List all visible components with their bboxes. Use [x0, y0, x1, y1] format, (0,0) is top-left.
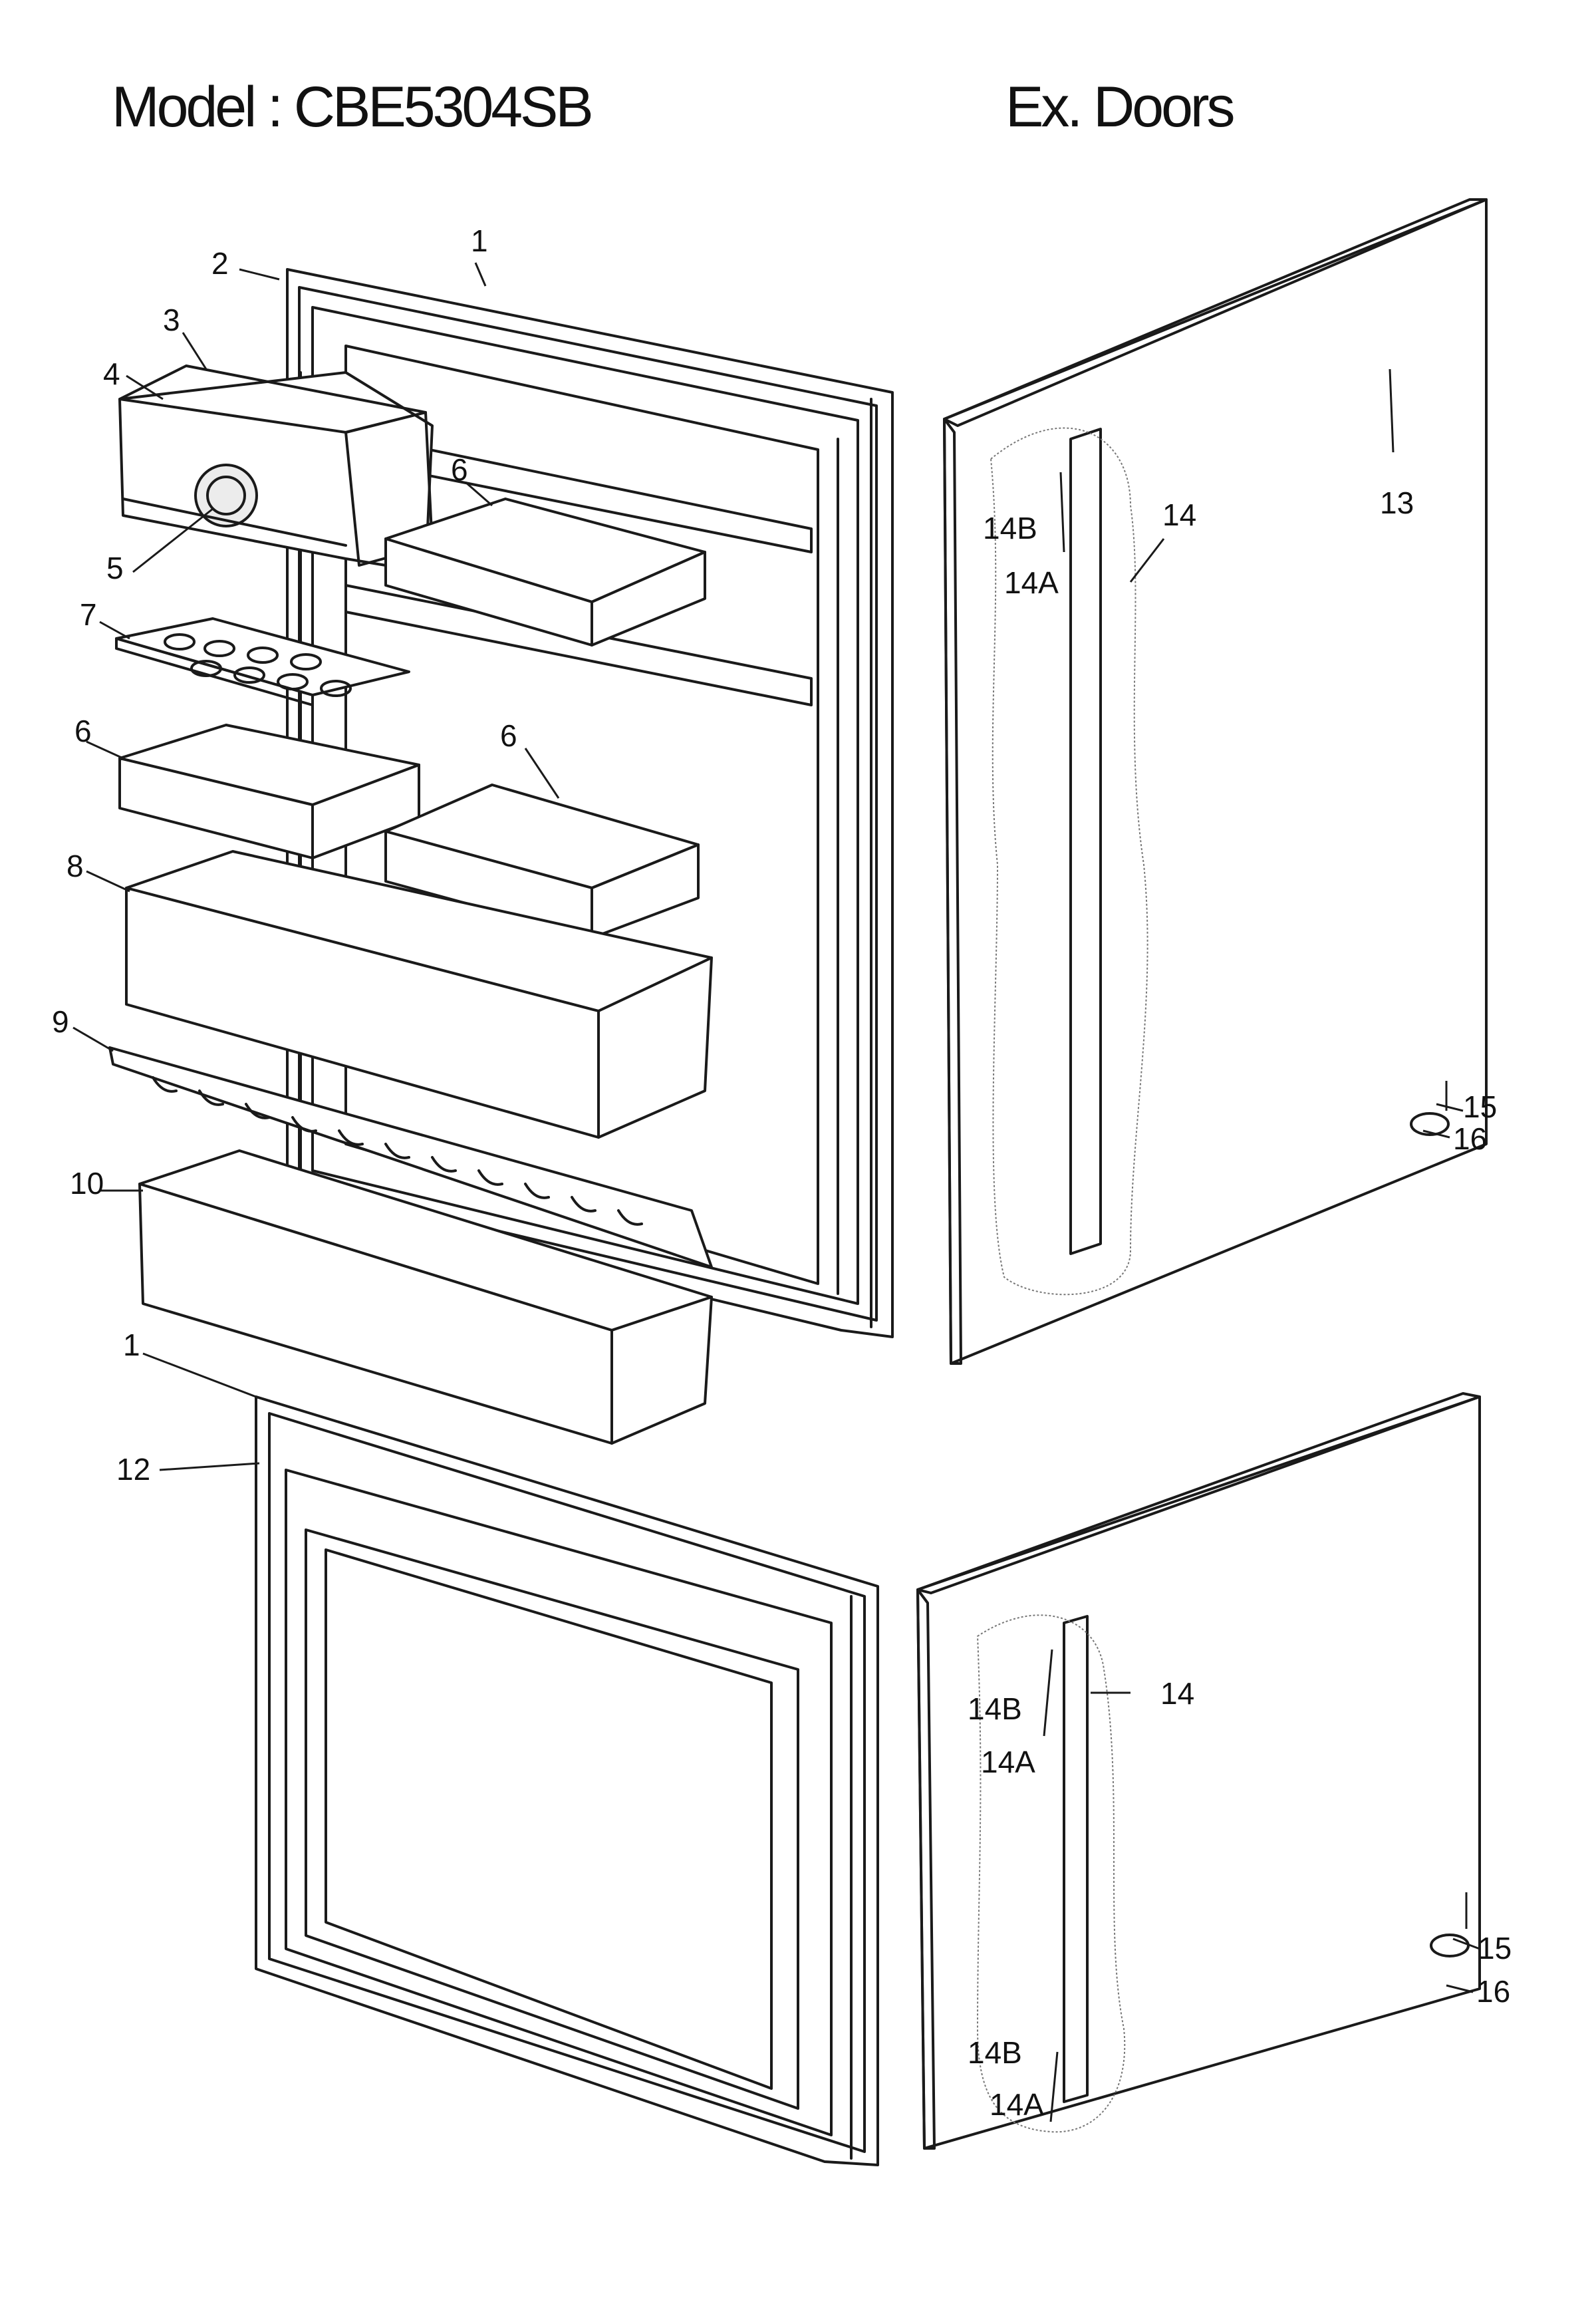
label-part-7: 7	[80, 597, 97, 632]
egg-tray-part-7	[115, 617, 410, 706]
label-part-16-bottom: 16	[1476, 1974, 1510, 2009]
label-part-2: 2	[211, 246, 229, 281]
label-part-16-top: 16	[1453, 1121, 1487, 1156]
label-part-14a-bottom-2: 14A	[990, 2087, 1044, 2122]
leader-lines	[72, 262, 1480, 2122]
label-part-5: 5	[106, 551, 124, 585]
section-title: Ex. Doors	[1005, 75, 1236, 139]
model-title: Model : CBE5304SB	[112, 75, 594, 139]
bottle-bin-part-10	[138, 1149, 713, 1445]
label-part-14b-bottom-1: 14B	[968, 1691, 1022, 1726]
freezer-door-exterior	[916, 1392, 1481, 2150]
label-part-12: 12	[116, 1452, 150, 1487]
door-shelf-box-part-6-right	[384, 784, 700, 939]
label-part-6-right: 6	[500, 718, 517, 753]
label-part-14b-bottom-2: 14B	[968, 2035, 1022, 2070]
label-part-14b-top: 14B	[983, 511, 1037, 545]
label-part-1-top: 1	[471, 223, 488, 258]
label-part-14a-bottom-1: 14A	[981, 1745, 1035, 1779]
label-part-4: 4	[103, 357, 120, 391]
label-part-15-top: 15	[1463, 1089, 1497, 1124]
label-part-6-left: 6	[74, 714, 92, 748]
part-labels: 1 2 3 4 5 6 7 6 6 8 9 10 1 12 13 14 14B …	[52, 223, 1512, 2122]
fridge-door-exterior	[943, 198, 1488, 1365]
freezer-door-inner	[255, 1395, 879, 2166]
label-part-6-top: 6	[451, 452, 468, 487]
label-part-10: 10	[70, 1166, 104, 1201]
label-part-14-bottom: 14	[1160, 1676, 1194, 1711]
dairy-compartment-part-4	[118, 364, 434, 573]
label-part-9: 9	[52, 1004, 69, 1039]
door-shelf-box-part-6-top	[384, 498, 706, 647]
label-part-14-top: 14	[1162, 498, 1196, 532]
label-part-15-bottom: 15	[1478, 1931, 1512, 1965]
label-part-13: 13	[1380, 486, 1414, 520]
door-bin-part-8	[125, 850, 713, 1139]
label-part-8: 8	[66, 849, 84, 883]
label-part-3: 3	[163, 303, 180, 337]
label-part-14a-top: 14A	[1004, 565, 1059, 600]
label-part-1-bottom: 1	[123, 1328, 140, 1362]
bottle-rail-part-9	[108, 1046, 713, 1268]
door-shelf-box-part-6-left	[118, 724, 420, 859]
